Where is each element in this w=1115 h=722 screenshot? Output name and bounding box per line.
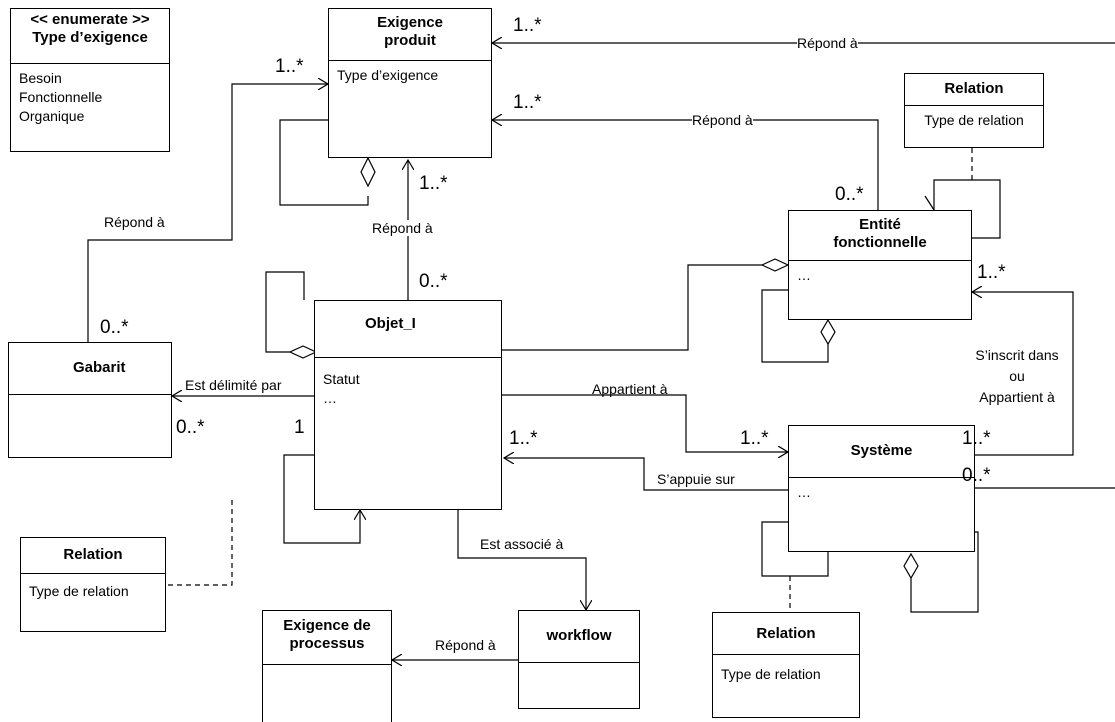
exigence-produit-title-2: produit <box>384 32 436 49</box>
systeme-box: Système … <box>788 425 975 552</box>
label-repond-objet: Répond à <box>372 220 433 236</box>
mult-systeme-right-top: 1..* <box>962 428 991 449</box>
label-repond-workflow: Répond à <box>435 637 496 653</box>
edge-systeme-objet <box>504 458 788 491</box>
mult-objet-left: 1 <box>294 417 305 438</box>
mult-ep-bottom: 1..* <box>419 173 448 194</box>
label-inscrit-1: S’inscrit dans <box>975 347 1059 363</box>
enum-values: Besoin Fonctionnelle Organique <box>11 64 169 131</box>
edge-systeme-entite <box>972 292 1074 456</box>
gabarit-box: Gabarit <box>8 342 172 458</box>
edge-entite-exigence <box>492 120 879 210</box>
mult-gabarit-right: 0..* <box>176 417 205 438</box>
label-inscrit: S’inscrit dans ou Appartient à <box>969 345 1065 408</box>
edge-objet-self-bottom <box>283 454 360 544</box>
objet-attr-ellipsis: … <box>323 390 337 406</box>
label-associe: Est associé à <box>480 536 564 552</box>
edge-systeme-self-left <box>761 521 829 577</box>
label-appartient: Appartient à <box>592 381 668 397</box>
enum-type-exigence-box: << enumerate >> Type d’exigence Besoin F… <box>10 8 170 152</box>
objet-i-box: Objet_I Statut … <box>314 300 502 510</box>
edge-relation-left <box>166 500 233 586</box>
label-inscrit-2: ou <box>1009 368 1025 384</box>
objet-diamond <box>288 345 318 359</box>
gabarit-title: Gabarit <box>9 343 171 395</box>
mult-ep-left: 1..* <box>275 56 304 77</box>
label-appuie: S’appuie sur <box>657 471 735 487</box>
mult-systeme-right-bottom: 0..* <box>962 465 991 486</box>
enum-value-organique: Organique <box>19 108 85 124</box>
relation-bottom-title: Relation <box>713 613 859 655</box>
systeme-attr: … <box>797 484 811 500</box>
mult-ep-right-top: 1..* <box>513 15 542 36</box>
entite-bottom-diamond <box>820 318 836 346</box>
enum-stereotype: << enumerate >> <box>30 11 150 28</box>
mult-objet-top: 0..* <box>419 271 448 292</box>
relation-top-title: Relation <box>905 74 1043 106</box>
relation-left-attr: Type de relation <box>29 583 129 599</box>
edge-objet-entite <box>502 264 762 351</box>
workflow-box: workflow <box>518 610 640 709</box>
exigence-produit-title-1: Exigence <box>377 14 443 31</box>
label-repond-top: Répond à <box>797 35 858 51</box>
relation-top-box: Relation Type de relation <box>904 73 1044 148</box>
enum-title: Type d’exigence <box>32 29 148 46</box>
mult-objet-right: 1..* <box>509 428 538 449</box>
edge-objet-workflow <box>457 510 586 610</box>
objet-title: Objet_I <box>315 301 501 358</box>
objet-attr-statut: Statut <box>323 371 360 387</box>
edge-entite-self2 <box>924 195 935 211</box>
exigence-processus-box: Exigence de processus <box>262 610 392 722</box>
mult-gabarit-top: 0..* <box>100 317 129 338</box>
mult-ep-right-mid: 1..* <box>513 92 542 113</box>
enum-value-besoin: Besoin <box>19 70 62 86</box>
exigence-produit-attr: Type d’exigence <box>337 67 439 83</box>
mult-systeme-left: 1..* <box>740 428 769 449</box>
relation-top-attr: Type de relation <box>924 112 1024 128</box>
edge-systeme-self-right <box>910 531 979 613</box>
ep-diamond <box>360 156 376 188</box>
mult-entite-top: 0..* <box>835 184 864 205</box>
label-inscrit-3: Appartient à <box>979 389 1055 405</box>
edge-objet-systeme <box>502 394 788 452</box>
edge-entite-agg-loop <box>761 289 829 363</box>
entite-title-1: Entité <box>859 216 901 233</box>
systeme-title: Système <box>789 426 974 478</box>
exigence-processus-title-2: processus <box>289 635 365 652</box>
entite-fonctionnelle-box: Entité fonctionnelle … <box>788 210 972 320</box>
entite-title-2: fonctionnelle <box>833 234 927 251</box>
exigence-processus-title-1: Exigence de <box>283 617 371 634</box>
entite-diamond <box>760 258 790 272</box>
label-repond-gabarit: Répond à <box>104 214 165 230</box>
enum-value-fonctionnelle: Fonctionnelle <box>19 89 103 105</box>
edge-entite-self <box>933 179 1001 239</box>
relation-left-box: Relation Type de relation <box>20 537 166 632</box>
relation-bottom-attr: Type de relation <box>721 666 821 682</box>
edge-objet-self <box>265 271 305 353</box>
relation-bottom-box: Relation Type de relation <box>712 612 860 718</box>
mult-entite-right: 1..* <box>977 262 1006 283</box>
label-repond-entite: Répond à <box>692 112 753 128</box>
edge-ep-self <box>279 119 369 206</box>
systeme-diamond <box>903 552 919 580</box>
exigence-produit-box: Exigence produit Type d’exigence <box>328 8 492 158</box>
workflow-title: workflow <box>519 611 639 663</box>
label-est-delimite: Est délimité par <box>185 377 282 393</box>
entite-attr: … <box>797 267 811 283</box>
relation-left-title: Relation <box>21 538 165 574</box>
edge-gabarit-exigence <box>87 84 328 342</box>
